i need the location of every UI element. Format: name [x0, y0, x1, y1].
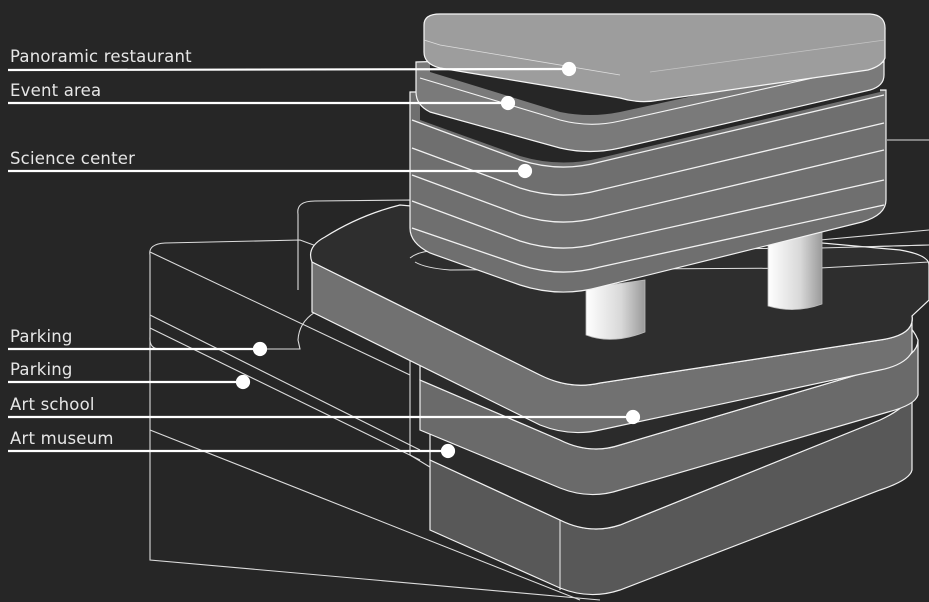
leader-dot-parking-2	[237, 376, 249, 388]
label-parking-1: Parking	[10, 327, 73, 347]
label-art-school: Art school	[10, 395, 95, 415]
leader-dot-parking-1	[254, 343, 266, 355]
leader-dot-event-area	[502, 97, 514, 109]
leader-dot-art-museum	[442, 445, 454, 457]
leader-dot-science-center	[519, 165, 531, 177]
label-panoramic-restaurant: Panoramic restaurant	[10, 47, 192, 67]
leader-dot-art-school	[627, 411, 639, 423]
label-event-area: Event area	[10, 81, 101, 101]
label-science-center: Science center	[10, 149, 135, 169]
label-art-museum: Art museum	[10, 429, 114, 449]
leader-dot-panoramic-restaurant	[563, 63, 575, 75]
leader-panoramic-restaurant	[8, 69, 569, 70]
label-parking-2: Parking	[10, 360, 73, 380]
